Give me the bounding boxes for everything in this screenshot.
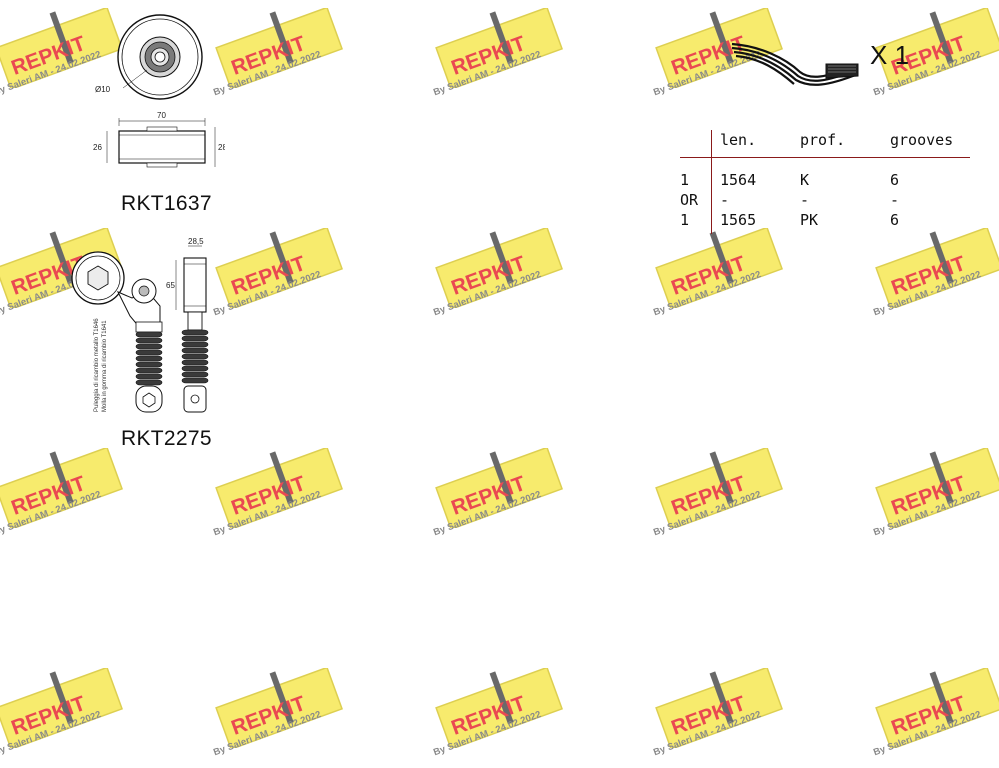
row-prof: - xyxy=(800,191,810,209)
note-line-2: Molla in gomma di ricambio T1641 xyxy=(102,320,108,412)
belt-quantity: X 1 xyxy=(870,40,910,70)
header-prof: prof. xyxy=(800,131,846,149)
note-line-1: Puleggia di ricambio metallo T1646 xyxy=(94,318,100,412)
row-prof: PK xyxy=(800,211,819,229)
part-code-rkt2275: RKT2275 xyxy=(121,427,212,450)
header-grooves: grooves xyxy=(890,131,954,149)
table-header-divider xyxy=(680,157,970,158)
part-code-rkt1637: RKT1637 xyxy=(121,192,212,215)
row-len: 1564 xyxy=(720,171,757,189)
row-grooves: 6 xyxy=(890,211,900,229)
table-column-divider xyxy=(711,130,712,234)
left-height-dimension: 26 xyxy=(93,143,102,152)
row-grooves: - xyxy=(890,191,900,209)
width-dimension: 70 xyxy=(157,111,166,120)
idler-pulley-drawing: Ø10 70 26 28 xyxy=(85,10,227,180)
right-height-dimension: 28 xyxy=(218,143,225,152)
side-height-dimension: 65 xyxy=(166,281,175,290)
ribbed-belt-drawing xyxy=(730,40,870,90)
row-qty: OR xyxy=(680,191,699,209)
row-len: - xyxy=(720,191,730,209)
header-len: len. xyxy=(720,131,757,149)
row-qty: 1 xyxy=(680,171,690,189)
belt-tensioner-drawing: Puleggia di ricambio metallo T1646 Molla… xyxy=(60,236,240,416)
row-qty: 1 xyxy=(680,211,690,229)
row-grooves: 6 xyxy=(890,171,900,189)
row-prof: K xyxy=(800,171,810,189)
row-len: 1565 xyxy=(720,211,757,229)
diameter-dimension: Ø10 xyxy=(95,85,111,94)
side-width-dimension: 28,5 xyxy=(188,237,204,246)
